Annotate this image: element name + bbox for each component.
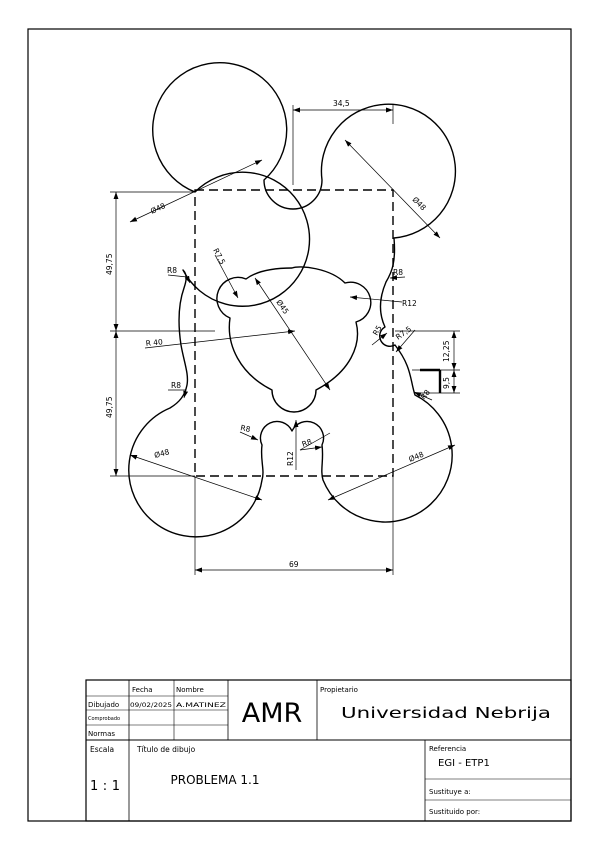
dim-r8-bottom-right: R8 xyxy=(301,437,314,449)
row-normas: Normas xyxy=(88,730,115,738)
drawing-title: PROBLEMA 1.1 xyxy=(171,773,260,787)
replaces-label: Sustituye a: xyxy=(429,788,471,796)
col-fecha: Fecha xyxy=(132,686,153,694)
dim-r75-left: R7,5 xyxy=(211,247,227,267)
dim-1225: 12,25 xyxy=(442,340,451,362)
dim-r75-right: R7,5 xyxy=(394,324,413,341)
inner-trefoil-hole xyxy=(216,266,372,413)
scale-value: 1:1 xyxy=(90,779,120,794)
dim-bottom-width: 69 xyxy=(289,560,299,569)
replaced-by-label: Sustituido por: xyxy=(429,808,480,816)
dim-dia-bottom-left: Ø48 xyxy=(153,447,170,460)
dim-dia-center: Ø45 xyxy=(274,298,290,316)
dim-r8-left-upper: R8 xyxy=(167,266,177,275)
logo-amr: AMR xyxy=(242,698,303,729)
title-block-texts: Fecha Nombre Dibujado Comprobado Normas … xyxy=(88,686,551,816)
col-nombre: Nombre xyxy=(176,686,204,694)
dim-dia-top-left: Ø48 xyxy=(149,201,167,216)
drawn-date: 09/02/2025 xyxy=(130,701,172,709)
drawing-title-label: Título de dibujo xyxy=(136,745,196,754)
outer-contour xyxy=(128,62,457,538)
reference-label: Referencia xyxy=(429,745,466,753)
dimension-texts: 34,5 69 49,75 49,75 Ø48 Ø48 Ø48 Ø48 Ø45 … xyxy=(105,99,451,569)
construction-square xyxy=(194,189,394,477)
row-comprobado: Comprobado xyxy=(88,716,120,722)
owner-label: Propietario xyxy=(320,686,358,694)
drawn-by-name: A.MATINEZ xyxy=(176,701,227,709)
dim-upper-height: 49,75 xyxy=(105,253,114,275)
dim-r8-right-upper: R8 xyxy=(393,268,403,277)
dim-lower-height: 49,75 xyxy=(105,396,114,418)
dim-r12-bottom: R12 xyxy=(286,451,295,466)
dimension-lines xyxy=(110,105,460,575)
title-block xyxy=(85,679,572,822)
scale-label: Escala xyxy=(90,745,114,754)
reference-value: EGI - ETP1 xyxy=(438,758,490,769)
dim-r5: R5 xyxy=(371,324,384,337)
row-dibujado: Dibujado xyxy=(88,701,119,709)
dim-r8-left-lower: R8 xyxy=(171,381,181,390)
dim-r12-right: R12 xyxy=(402,299,417,308)
dim-r8-bottom-left: R8 xyxy=(240,423,252,434)
dim-top-width: 34,5 xyxy=(333,99,350,108)
dim-95: 9,5 xyxy=(442,377,451,389)
dim-r40: R 40 xyxy=(145,337,163,348)
owner-name: Universidad Nebrija xyxy=(341,704,551,722)
part-outline xyxy=(128,62,457,538)
